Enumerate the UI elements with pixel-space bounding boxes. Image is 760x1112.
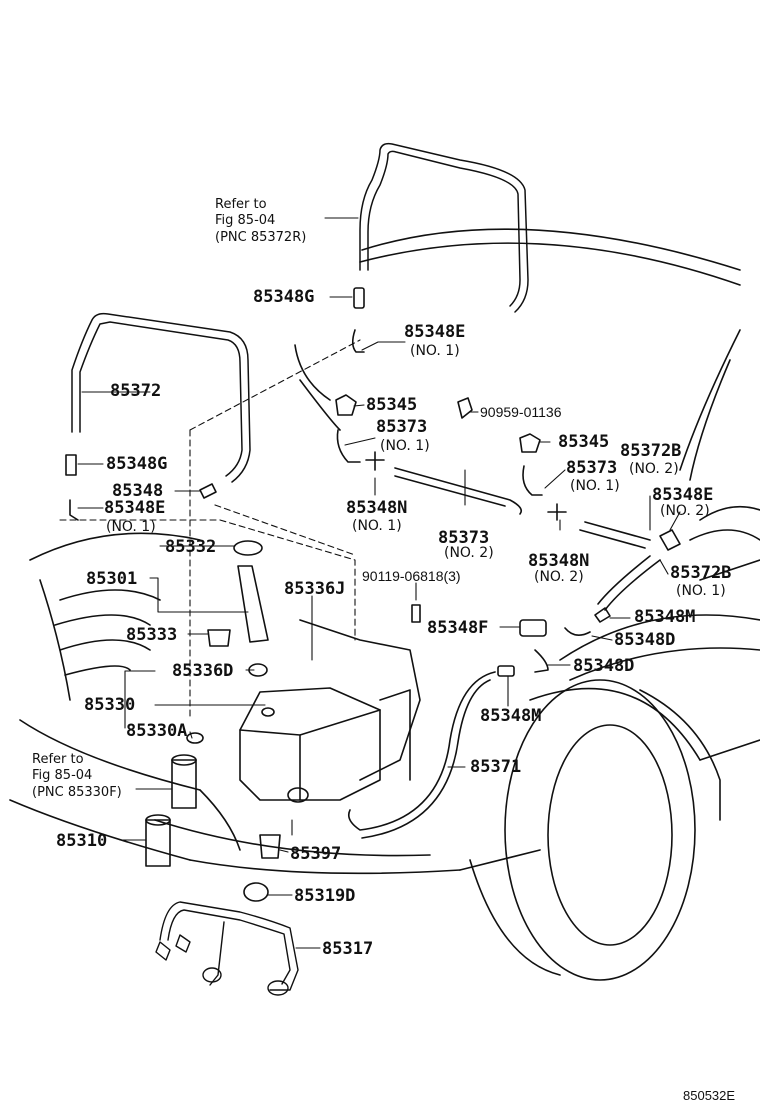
refer-note-left-line3: (PNC 85330F) bbox=[32, 784, 122, 800]
label-85373-a: 85373 bbox=[376, 417, 428, 437]
hose-85372 bbox=[71, 312, 251, 483]
label-85333: 85333 bbox=[126, 625, 178, 645]
label-85301: 85301 bbox=[86, 569, 138, 589]
wire-harness bbox=[155, 901, 299, 996]
label-no2-b: (NO. 2) bbox=[660, 503, 710, 519]
label-no2-a: (NO. 2) bbox=[629, 461, 679, 477]
label-85348m-b: 85348M bbox=[480, 706, 542, 726]
refer-note-top: Refer to Fig 85-04 (PNC 85372R) bbox=[215, 197, 306, 246]
label-no1-c: (NO. 1) bbox=[570, 478, 620, 494]
label-no1-b: (NO. 1) bbox=[380, 438, 430, 454]
label-85348g-left: 85348G bbox=[106, 454, 168, 474]
label-85348d-b: 85348D bbox=[573, 656, 635, 676]
label-85348d-a: 85348D bbox=[614, 630, 676, 650]
label-85348: 85348 bbox=[112, 481, 164, 501]
label-85373-b: 85373 bbox=[566, 458, 618, 478]
label-85336d: 85336D bbox=[172, 661, 234, 681]
dashed-reference-lines bbox=[59, 339, 361, 721]
label-85336j: 85336J bbox=[284, 579, 346, 599]
label-85348m-a: 85348M bbox=[634, 607, 696, 627]
connectors bbox=[65, 287, 681, 839]
refer-note-top-line2: Fig 85-04 bbox=[215, 213, 276, 229]
refer-note-top-line1: Refer to bbox=[215, 197, 267, 212]
label-85345-a: 85345 bbox=[366, 395, 418, 415]
label-85348g-top: 85348G bbox=[253, 287, 315, 307]
label-85397: 85397 bbox=[290, 844, 342, 864]
label-no1-f: (NO. 1) bbox=[676, 583, 726, 599]
washer-reservoir bbox=[239, 619, 421, 803]
label-85372: 85372 bbox=[110, 381, 162, 401]
refer-note-top-line3: (PNC 85372R) bbox=[215, 229, 307, 245]
label-85348f: 85348F bbox=[427, 618, 489, 638]
label-no1-d: (NO. 1) bbox=[106, 519, 156, 535]
label-no1-a: (NO. 1) bbox=[410, 343, 460, 359]
label-85373-c: 85373 bbox=[438, 528, 490, 548]
refer-note-left: Refer to Fig 85-04 (PNC 85330F) bbox=[32, 752, 122, 801]
label-85319d: 85319D bbox=[294, 886, 356, 906]
label-90119-06818: 90119-06818(3) bbox=[362, 568, 461, 584]
washer-pumps bbox=[145, 732, 281, 902]
refer-note-left-line1: Refer to bbox=[32, 752, 84, 767]
label-85348e-left: 85348E bbox=[104, 498, 166, 518]
vehicle-body-outline bbox=[9, 228, 760, 875]
label-85348e-right: 85348E bbox=[652, 485, 714, 505]
label-85348e-top: 85348E bbox=[404, 322, 466, 342]
label-85332: 85332 bbox=[165, 537, 217, 557]
rear-washer-hose bbox=[359, 142, 529, 313]
label-85371: 85371 bbox=[470, 757, 522, 777]
label-85345-b: 85345 bbox=[558, 432, 610, 452]
label-85330a: 85330A bbox=[126, 721, 188, 741]
label-85317: 85317 bbox=[322, 939, 374, 959]
label-85372b-b: 85372B bbox=[670, 563, 732, 583]
label-no2-c: (NO. 2) bbox=[444, 545, 494, 561]
label-no1-e: (NO. 1) bbox=[352, 518, 402, 534]
label-85310: 85310 bbox=[56, 831, 108, 851]
wheel bbox=[469, 679, 701, 981]
label-85372b-a: 85372B bbox=[620, 441, 682, 461]
washer-filler bbox=[207, 540, 269, 677]
leader-lines bbox=[77, 217, 681, 949]
figure-code: 850532E bbox=[683, 1088, 736, 1103]
label-85330: 85330 bbox=[84, 695, 136, 715]
label-90959-01136: 90959-01136 bbox=[480, 404, 562, 420]
label-85348n-a: 85348N bbox=[346, 498, 408, 518]
refer-note-left-line2: Fig 85-04 bbox=[32, 768, 93, 784]
label-no2-d: (NO. 2) bbox=[534, 569, 584, 585]
label-85348n-b: 85348N bbox=[528, 551, 590, 571]
